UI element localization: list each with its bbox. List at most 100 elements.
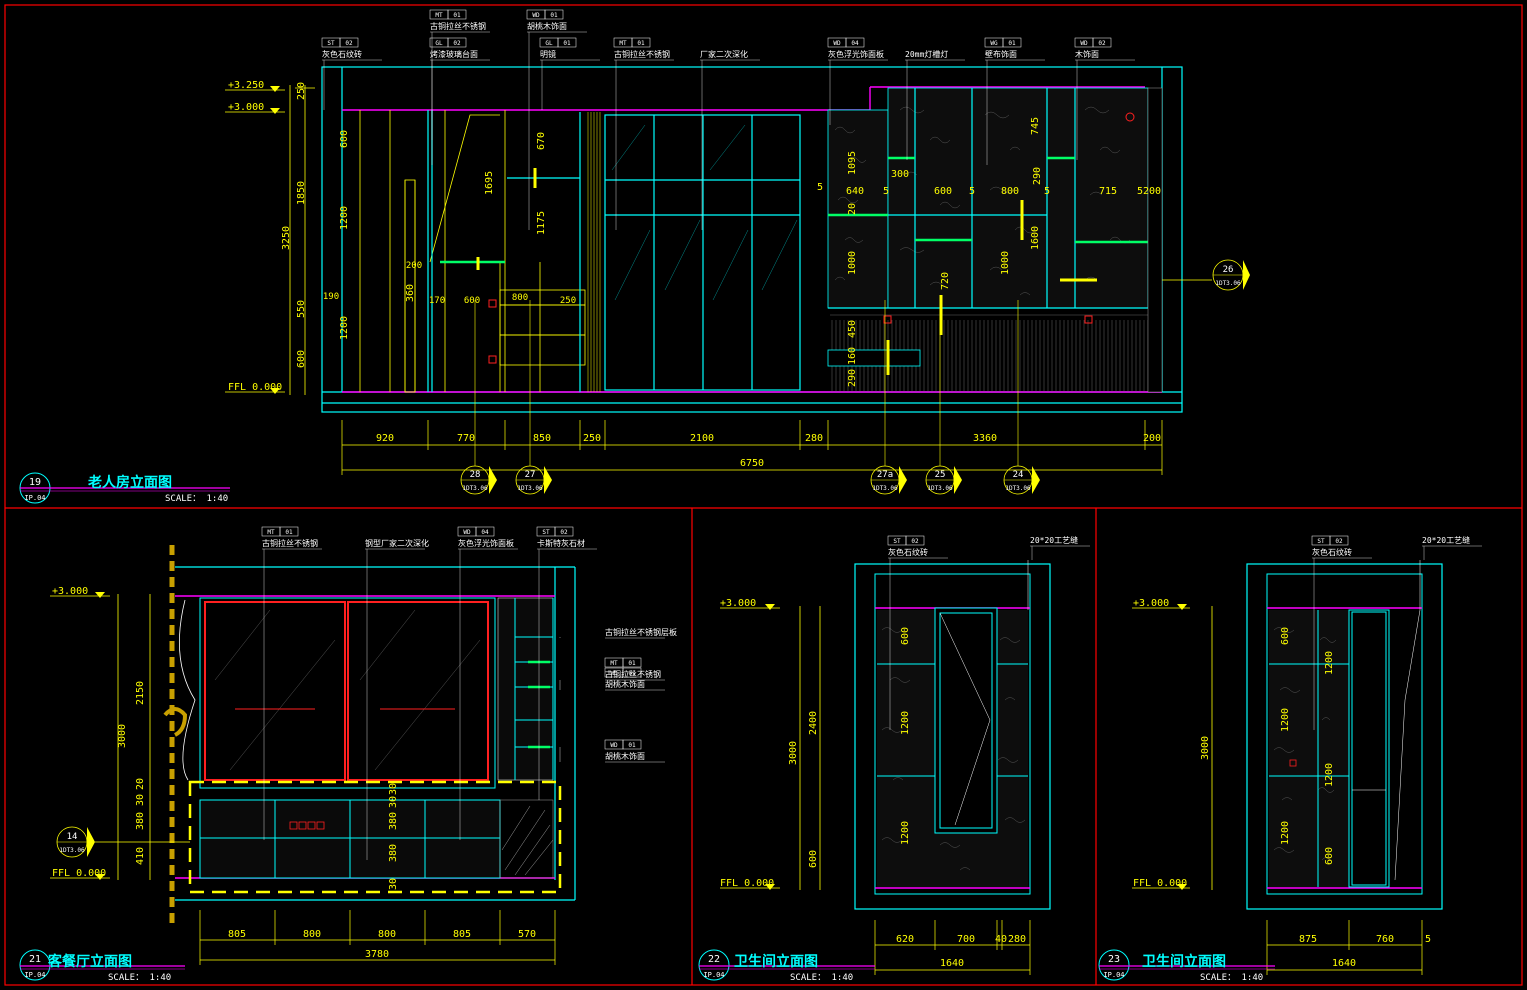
view-number: 23 [1108, 954, 1120, 965]
level-label: +3.000 [52, 586, 88, 597]
dim-label: 200 [1143, 186, 1161, 197]
level-label: FFL 0.000 [52, 868, 106, 879]
callout-text: 20*20工艺缝 [1422, 535, 1470, 545]
level-label: +3.000 [1133, 598, 1169, 609]
callout-code: ST [1317, 538, 1325, 545]
callout-code: WD [610, 742, 618, 749]
elevation-22: +3.000 FFL 0.000 3000 2400 600 600 1200 … [698, 535, 1090, 983]
dim-label: 1200 [900, 711, 911, 735]
material-callout: 20*20工艺缝 [1422, 535, 1482, 560]
callout-code: GL [545, 40, 553, 47]
marker-number: 24 [1013, 470, 1024, 480]
view-title: 卫生间立面图 [1142, 953, 1226, 970]
dim-label: 1200 [900, 821, 911, 845]
dim-label: 290 [1032, 167, 1043, 185]
callout-code: WD [1080, 40, 1088, 47]
dim-label: 3000 [788, 741, 799, 765]
dim-label: 3250 [281, 226, 292, 250]
dim-label: 800 [1001, 186, 1019, 197]
view-scale: SCALE： 1:40 [1200, 973, 1263, 983]
view-title: 卫生间立面图 [734, 953, 818, 970]
callout-text: 烤漆玻璃台面 [430, 49, 478, 59]
marker-number: 27 [525, 470, 536, 480]
material-callout: ST 02 灰色石纹砖 [1311, 535, 1372, 730]
dim-label: 920 [376, 433, 394, 444]
callout-text: 古铜拉丝不锈钢 [605, 669, 661, 679]
dim-label: 30 [388, 783, 399, 795]
callout-code-num: 04 [851, 40, 859, 47]
dim-total: 1640 [1332, 958, 1356, 969]
callout-text: 灰色浮光饰面板 [828, 49, 884, 59]
callout-code-num: 02 [1335, 538, 1343, 545]
dim-label: 2150 [135, 681, 146, 705]
view-title: 老人房立面图 [88, 474, 172, 491]
callout-code: WD [532, 12, 540, 19]
section-marker-14[interactable]: 14 1DT3.06 [56, 826, 190, 858]
callout-code: WD [833, 40, 841, 47]
dim-label: 850 [533, 433, 551, 444]
dim-label: 1175 [536, 211, 547, 235]
marker-number: 28 [470, 470, 481, 480]
title-block-19: 19 IP.04 老人房立面图 SCALE： 1:40 [19, 472, 230, 504]
marker-number: 27a [877, 470, 893, 480]
level-label: FFL 0.000 [228, 382, 282, 393]
dim-label: 410 [135, 847, 146, 865]
section-marker-27a[interactable]: 27a 1DT3.06 [870, 300, 907, 495]
dim-label: 190 [323, 292, 339, 302]
dim-label: 1695 [484, 171, 495, 195]
dim-label: 250 [296, 82, 307, 100]
dim-label: 1095 [847, 151, 858, 175]
dim-label: 800 [512, 293, 528, 303]
callout-code-num: 02 [345, 40, 353, 47]
dim-label: 1200 [1324, 763, 1335, 787]
material-callout: 钢型厂家二次深化 [365, 538, 429, 860]
dim-label: 40 [995, 934, 1007, 945]
dim-label: 720 [940, 272, 951, 290]
callout-text: 20*20工艺缝 [1030, 535, 1078, 545]
section-marker-26[interactable]: 26 1DT3.06 [1162, 259, 1250, 291]
view-sheet: IP.04 [1103, 971, 1124, 979]
elevation-21: +3.000 FFL 0.000 3000 2150 20 30 380 410… [19, 526, 677, 983]
title-block-21: 21 IP.04 客餐厅立面图 SCALE： 1:40 [19, 949, 185, 983]
dim-total: 6750 [740, 458, 764, 469]
view-sheet: IP.04 [24, 494, 45, 502]
view-number: 19 [29, 477, 41, 488]
dim-label: 800 [378, 929, 396, 940]
callout-code: GL [435, 40, 443, 47]
dim-total: 3780 [365, 949, 389, 960]
callout-code: MT [267, 529, 275, 536]
material-callout: 20*20工艺缝 [1030, 535, 1090, 560]
level-label: +3.000 [228, 102, 264, 113]
level-label: FFL 0.000 [720, 878, 774, 889]
dim-label: 875 [1299, 934, 1317, 945]
dim-label: 600 [1280, 627, 1291, 645]
marker-sheet: 1DT3.06 [872, 485, 898, 492]
dim-label: 300 [891, 169, 909, 180]
dim-label: 3360 [973, 433, 997, 444]
dim-label: 550 [296, 300, 307, 318]
dim-label: 380 [135, 812, 146, 830]
callout-text: 木饰面 [1075, 49, 1099, 59]
callout-text: 胡桃木饰面 [527, 21, 567, 31]
dim-total: 1640 [940, 958, 964, 969]
callout-text: 灰色石纹砖 [1312, 547, 1352, 557]
dim-label: 700 [957, 934, 975, 945]
view-number: 21 [29, 954, 41, 965]
dim-label: 805 [228, 929, 246, 940]
dim-label: 5 [1425, 934, 1431, 945]
callout-text: 壁布饰面 [985, 49, 1017, 59]
callout-text: 卡斯特灰石材 [537, 538, 585, 548]
dim-label: 600 [808, 850, 819, 868]
dim-label: 1850 [296, 181, 307, 205]
